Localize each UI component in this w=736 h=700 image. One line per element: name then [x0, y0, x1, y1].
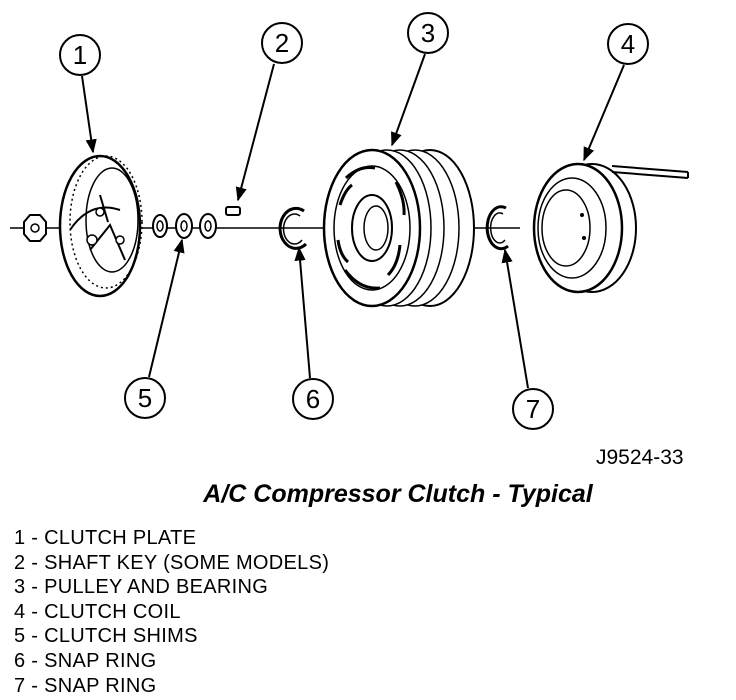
- callout-3: 3: [391, 12, 449, 147]
- callout-4-label: 4: [621, 29, 635, 59]
- clutch-shims: [152, 213, 217, 239]
- callout-7-label: 7: [526, 394, 540, 424]
- callout-2-label: 2: [275, 28, 289, 58]
- clutch-plate: [58, 154, 143, 298]
- legend-item: 4 - CLUTCH COIL: [14, 600, 181, 623]
- callout-6: 6: [292, 246, 334, 420]
- callout-1: 1: [59, 34, 101, 154]
- callout-3-label: 3: [421, 18, 435, 48]
- figure-id: J9524-33: [596, 446, 684, 469]
- snap-ring-7: [485, 205, 509, 251]
- figure-caption: A/C Compressor Clutch - Typical: [203, 480, 593, 508]
- legend-item: 6 - SNAP RING: [14, 649, 157, 672]
- callout-2: 2: [235, 22, 303, 202]
- legend-item: 5 - CLUTCH SHIMS: [14, 625, 198, 648]
- legend-item: 7 - SNAP RING: [14, 674, 157, 697]
- callout-5-label: 5: [138, 383, 152, 413]
- callout-6-label: 6: [306, 384, 320, 414]
- hex-nut: [23, 214, 47, 242]
- pulley-and-bearing: [322, 148, 475, 308]
- exploded-view-diagram: 1 2 3 4 5 6 7: [10, 12, 689, 430]
- legend-item: 3 - PULLEY AND BEARING: [14, 576, 269, 599]
- callout-4: 4: [583, 23, 649, 162]
- shaft-key: [225, 206, 241, 216]
- clutch-coil: [532, 162, 689, 294]
- callout-5: 5: [124, 238, 185, 419]
- callout-7: 7: [501, 248, 554, 430]
- legend-item: 2 - SHAFT KEY (SOME MODELS): [14, 551, 330, 574]
- callout-1-label: 1: [73, 40, 87, 70]
- parts-legend: 1 - CLUTCH PLATE 2 - SHAFT KEY (SOME MOD…: [14, 526, 329, 698]
- legend-item: 1 - CLUTCH PLATE: [14, 527, 197, 549]
